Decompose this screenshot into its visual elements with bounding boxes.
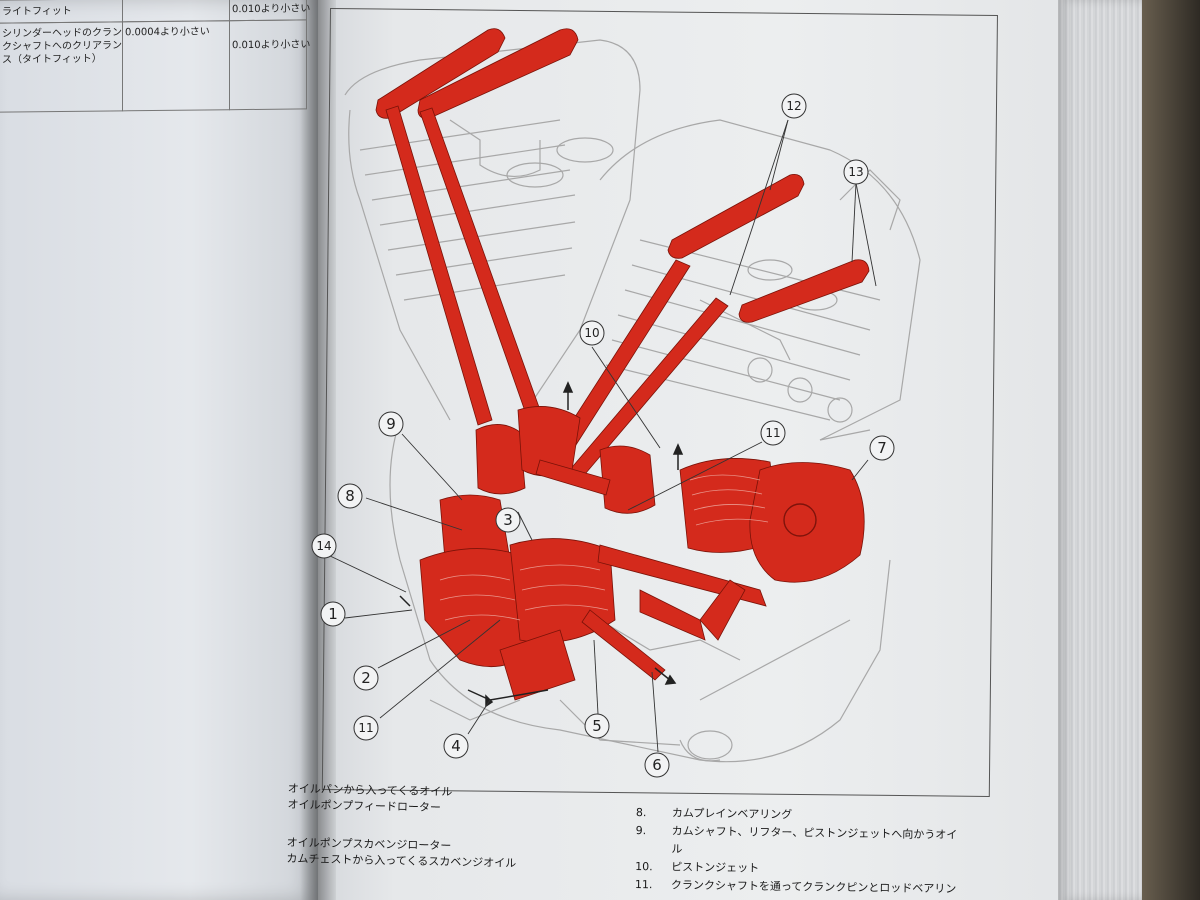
callout-number: 1 xyxy=(328,605,338,623)
callout-number: 4 xyxy=(451,737,461,755)
feed-line-riser xyxy=(699,579,746,641)
legend-number: 11. xyxy=(634,877,653,892)
legend-text: クランクシャフトを通ってクランクピンとロッドベアリン xyxy=(670,878,957,896)
rear-lifter xyxy=(517,406,581,477)
callout-circle-11b xyxy=(353,715,379,741)
front-lifter xyxy=(475,424,526,495)
contour-lines xyxy=(439,474,817,621)
callout-number: 14 xyxy=(316,539,331,553)
callout-circle-9 xyxy=(378,411,404,437)
oil-passages xyxy=(375,28,870,701)
legend-right: 8. カムプレインベアリング 9. カムシャフト、リフター、ピストンジェットへ向… xyxy=(635,806,958,900)
front-pushrod-tube-1 xyxy=(385,105,493,426)
callout-number: 13 xyxy=(848,165,863,179)
callout-circle-1 xyxy=(320,601,346,627)
callout-circle-12 xyxy=(781,93,807,119)
callout-number: 9 xyxy=(386,415,396,433)
legend-number xyxy=(635,842,671,861)
callout-circle-7 xyxy=(869,435,895,461)
oil-filter-canister xyxy=(749,462,865,583)
left-page xyxy=(0,0,318,900)
callout-number: 8 xyxy=(345,487,355,505)
callout-number: 5 xyxy=(592,717,602,735)
callout-circle-6 xyxy=(644,752,670,778)
legend-number: 9. xyxy=(635,823,647,838)
legend-number: 8. xyxy=(635,806,647,820)
legend-left: オイルパンから入ってくるオイル オイルポンプフィードローター オイルポンプスカベ… xyxy=(286,782,518,873)
legend-number: 10. xyxy=(635,859,653,874)
crossover-line xyxy=(535,459,611,496)
page-edges xyxy=(1058,0,1142,900)
rear-rocker-shaft-upper xyxy=(667,174,805,259)
callout-circle-14 xyxy=(311,533,337,559)
callout-circle-4 xyxy=(443,733,469,759)
callout-number: 7 xyxy=(877,439,887,457)
callout-number: 2 xyxy=(361,669,371,687)
callout-number: 6 xyxy=(652,756,662,774)
piston-jet-block xyxy=(599,445,656,514)
callout-circle-10 xyxy=(579,320,605,346)
front-rocker-shaft-upper xyxy=(375,28,506,119)
feed-line-lower xyxy=(639,589,706,641)
callout-number: 3 xyxy=(503,511,513,529)
callout-circle-8 xyxy=(337,483,363,509)
callout-circle-13 xyxy=(843,159,869,185)
book-gutter xyxy=(300,0,336,900)
callout-circle-11a xyxy=(760,420,786,446)
callout-number: 11 xyxy=(358,721,373,735)
callout-circle-2 xyxy=(353,665,379,691)
legend-text: ル xyxy=(671,842,683,856)
legend-text: カムプレインベアリング xyxy=(671,806,793,822)
scavenge-port xyxy=(499,629,576,701)
callout-circle-5 xyxy=(584,713,610,739)
desk-background xyxy=(1140,0,1200,900)
rear-rocker-shaft-lower xyxy=(738,259,870,323)
leader-lines xyxy=(327,119,877,753)
front-rocker-shaft-lower xyxy=(417,28,579,119)
callout-number: 12 xyxy=(786,99,801,113)
callout-number: 11 xyxy=(765,426,780,440)
callout-number: 10 xyxy=(584,326,599,340)
callout-circle-3 xyxy=(495,507,521,533)
return-line xyxy=(581,609,666,681)
callout-circles xyxy=(311,93,895,778)
legend-text: ピストンジェット xyxy=(671,860,760,875)
